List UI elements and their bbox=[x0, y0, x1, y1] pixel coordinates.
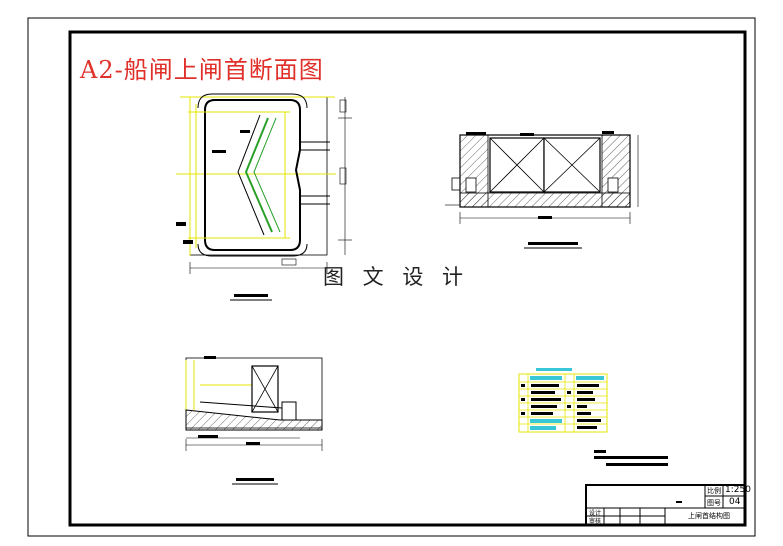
outer-frame bbox=[27, 17, 756, 537]
title-block-scale-value: 1:250 bbox=[725, 485, 751, 495]
drawing-title: A2-船闸上闸首断面图 bbox=[80, 56, 324, 84]
title-block bbox=[585, 484, 746, 526]
title-block-sheet-value: 04 bbox=[729, 497, 741, 507]
title-block-sheet-label: 图号 bbox=[707, 499, 721, 507]
title-block-drawing-name: 上闸首结构图 bbox=[688, 512, 730, 520]
watermark-text: 图 文 设 计 bbox=[323, 265, 470, 289]
inner-border bbox=[68, 30, 747, 527]
title-block-scale-label: 比例 bbox=[707, 487, 721, 495]
longitudinal-view bbox=[185, 356, 323, 485]
title-block-designer-label: 设计 bbox=[589, 510, 602, 517]
material-table bbox=[518, 368, 668, 466]
plan-view bbox=[176, 93, 352, 301]
section-view bbox=[445, 131, 639, 249]
title-block-checker-label: 审核 bbox=[589, 518, 602, 525]
